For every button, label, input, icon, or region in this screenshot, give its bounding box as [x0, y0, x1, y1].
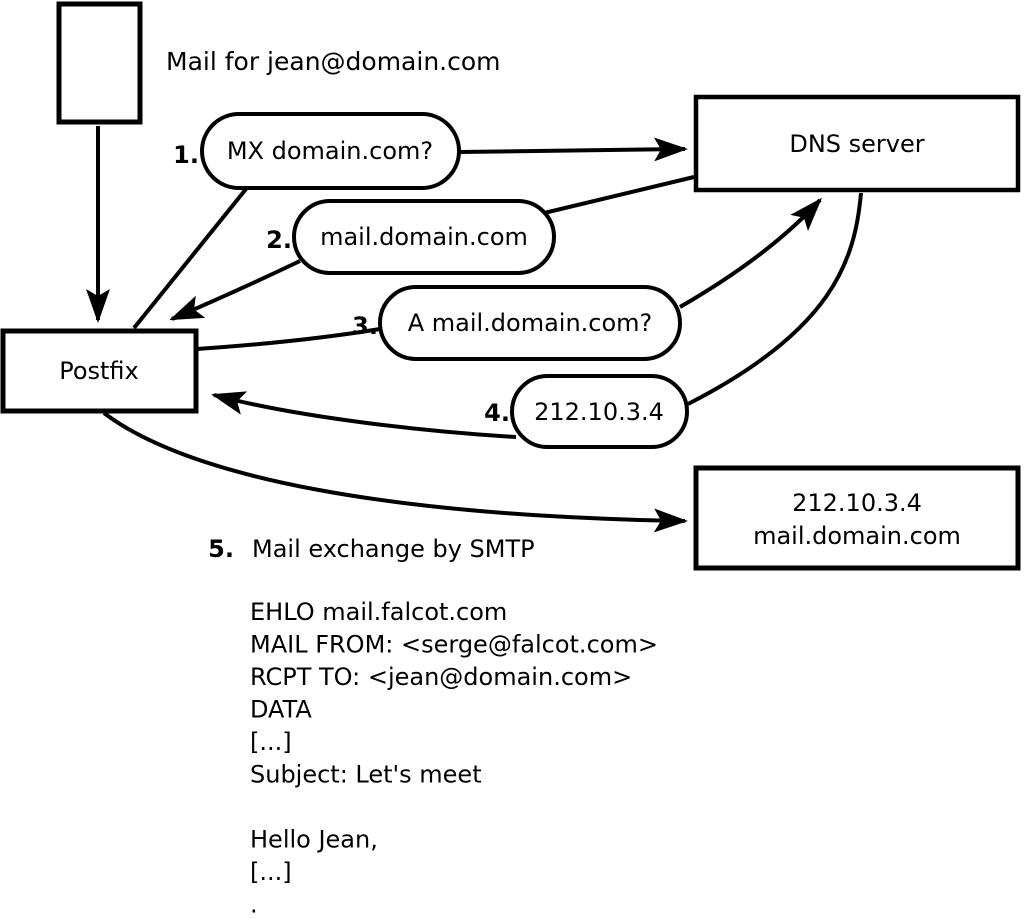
dns-server-label: DNS server [789, 130, 924, 158]
mail-server-ip: 212.10.3.4 [792, 489, 922, 517]
step-2-number: 2. [266, 226, 292, 254]
edge-postfix-to-mx-query [132, 187, 248, 330]
smtp-transcript: EHLO mail.falcot.com MAIL FROM: <serge@f… [250, 598, 658, 919]
diagram-title: Mail for jean@domain.com [166, 47, 501, 76]
smtp-line: EHLO mail.falcot.com [250, 598, 507, 626]
arrow-a-query-to-dns [678, 197, 823, 309]
pill-a-answer [510, 374, 689, 449]
postfix-label: Postfix [59, 357, 139, 385]
smtp-line: Subject: Let's meet [250, 761, 482, 789]
step-3-number: 3. [352, 312, 378, 340]
step-1-number: 1. [173, 141, 199, 169]
edge-dns-to-a-answer [687, 192, 863, 406]
arrow-mx-answer-to-postfix [169, 259, 301, 321]
mail-server-box [693, 465, 1021, 571]
arrow-a-answer-to-postfix [211, 391, 517, 439]
pill-a-query [378, 285, 682, 361]
mx-answer-label: mail.domain.com [320, 223, 528, 251]
smtp-line: [...] [250, 728, 292, 756]
smtp-exchange-label: Mail exchange by SMTP [252, 535, 535, 563]
smtp-line: . [250, 891, 258, 919]
smtp-line: MAIL FROM: <serge@falcot.com> [250, 631, 658, 659]
message-box [56, 1, 143, 125]
edge-postfix-to-a-query [196, 327, 381, 351]
dns-server-box [693, 94, 1021, 193]
mx-query-label: MX domain.com? [227, 137, 433, 165]
step-5-number: 5. [208, 535, 234, 563]
a-query-label: A mail.domain.com? [408, 309, 653, 337]
smtp-line: RCPT TO: <jean@domain.com> [250, 663, 632, 691]
edge-dns-to-mx-answer [539, 175, 695, 216]
arrow-mx-query-to-dns [458, 137, 688, 162]
smtp-line: Hello Jean, [250, 826, 378, 854]
mail-server-hostname: mail.domain.com [753, 522, 961, 550]
pill-mx-query [200, 112, 461, 190]
smtp-line: DATA [250, 696, 312, 724]
step-4-number: 4. [484, 399, 510, 427]
arrow-postfix-to-mail-server [102, 411, 688, 533]
a-answer-label: 212.10.3.4 [534, 398, 664, 426]
pill-mx-answer [292, 199, 556, 275]
smtp-line: [...] [250, 858, 292, 886]
postfix-box [0, 328, 199, 414]
